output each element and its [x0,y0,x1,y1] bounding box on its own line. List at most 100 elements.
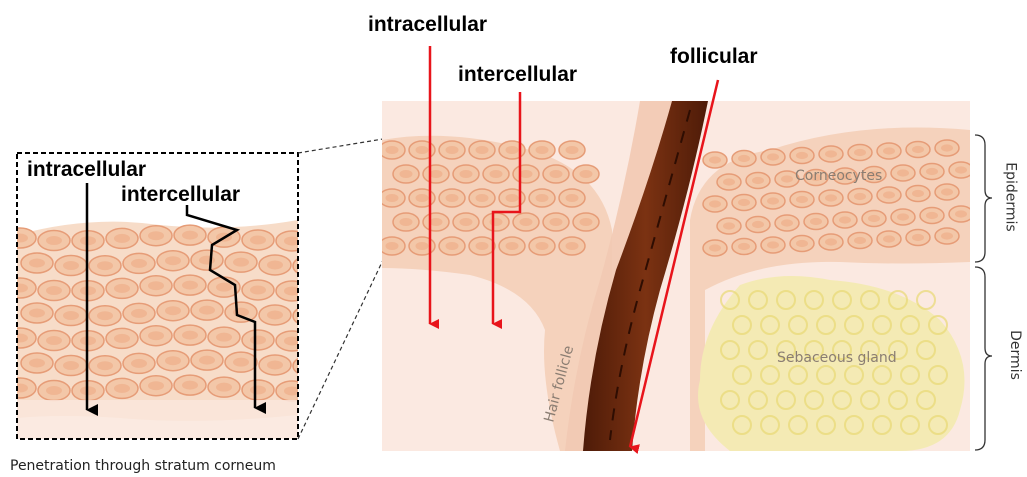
inset-cell-nucleus [267,310,283,319]
inset-cell-nucleus [301,361,317,370]
epidermis-cell-nucleus [883,147,895,154]
epidermis-cell-nucleus [854,149,866,156]
epidermis-cell-nucleus [476,242,489,250]
inset-cell-nucleus [250,385,266,394]
epidermis-cell-nucleus [400,218,413,226]
epidermis-cell-nucleus [709,156,721,163]
inset-cell-nucleus [165,356,181,365]
epidermis-cell-nucleus [796,240,808,247]
epidermis-cell-nucleus [854,193,866,200]
epidermis-cell-nucleus [566,242,579,250]
epidermis-cell-nucleus [738,155,750,162]
epidermis-cell-nucleus [825,194,837,201]
epidermis-cell-nucleus [460,170,473,178]
inset-caption: Penetration through stratum corneum [10,459,276,473]
inset-cell-nucleus [131,309,147,318]
inset-cell-nucleus [46,386,62,395]
epidermis-cell-nucleus [810,218,822,225]
inset-cell-nucleus [250,235,266,244]
inset-cell-nucleus [216,283,232,292]
inset-cell-nucleus [165,306,181,315]
epidermis-cell-nucleus [709,200,721,207]
epidermis-cell-nucleus [781,175,793,182]
inset-cell-nucleus [29,359,45,368]
epidermis-cell-nucleus [796,152,808,159]
epidermis-cell-nucleus [912,234,924,241]
epidermis-cell-nucleus [506,194,519,202]
epidermis-cell-nucleus [490,170,503,178]
inset-cell-nucleus [63,361,79,370]
epidermis-cell-nucleus [506,146,519,154]
inset-cell-nucleus [182,231,198,240]
epidermis-cell-nucleus [883,191,895,198]
inset-cell-nucleus [165,256,181,265]
epidermis-cell-nucleus [781,219,793,226]
epidermis-cell-nucleus [941,144,953,151]
inset-intracellular-label: intracellular [27,159,146,180]
inset-cell-nucleus [199,356,215,365]
epidermis-cell-nucleus [580,170,593,178]
epidermis-cell-nucleus [520,218,533,226]
epidermis-cell-nucleus [476,146,489,154]
epidermis-cell-nucleus [566,194,579,202]
epidermis-cell-nucleus [416,146,429,154]
epidermis-cell-nucleus [536,242,549,250]
inset-cell-nucleus [46,236,62,245]
inset-cell-nucleus [29,309,45,318]
epidermis-cell-nucleus [897,169,909,176]
epidermis-cell-nucleus [941,188,953,195]
inset-intercellular-label: intercellular [121,184,240,205]
epidermis-cell-nucleus [926,168,938,175]
inset-cell-nucleus [148,381,164,390]
dermis-label: Dermis [1008,330,1022,380]
inset-cell-nucleus [216,383,232,392]
epidermis-cell-nucleus [738,199,750,206]
inset-cell-nucleus [97,311,113,320]
inset-cell-nucleus [199,256,215,265]
epidermis-cell-nucleus [738,243,750,250]
epidermis-cell-nucleus [767,153,779,160]
inset-cell-nucleus [182,281,198,290]
inset-cell-nucleus [114,234,130,243]
epidermis-cell-nucleus [767,241,779,248]
epidermis-cell-nucleus [723,178,735,185]
epidermis-cell-nucleus [446,194,459,202]
zoom-line-bottom [298,260,383,439]
inset-cell-nucleus [148,281,164,290]
inset-cell-nucleus [114,284,130,293]
epidermis-cell-nucleus [883,235,895,242]
inset-cell-nucleus [233,258,249,267]
main-panel [379,101,973,451]
epidermis-cell-nucleus [580,218,593,226]
zoom-line-top [298,139,383,153]
main-intercellular-label: intercellular [458,64,577,85]
inset-cell-nucleus [12,384,28,393]
epidermis-cell-nucleus [941,232,953,239]
inset-cell-nucleus [46,336,62,345]
epidermis-cell-nucleus [536,194,549,202]
epidermis-cell-nucleus [400,170,413,178]
epidermis-cell-nucleus [723,222,735,229]
epidermis-cell-nucleus [550,218,563,226]
inset-cell-nucleus [131,359,147,368]
epidermis-label: Epidermis [1004,162,1018,231]
epidermis-cell-nucleus [897,213,909,220]
epidermis-cell-nucleus [912,146,924,153]
epidermis-cell-nucleus [825,150,837,157]
inset-cell-nucleus [148,231,164,240]
sebaceous-gland-label: Sebaceous gland [777,351,897,365]
epidermis-cell-nucleus [506,242,519,250]
epidermis-cell-nucleus [430,170,443,178]
inset-cell-nucleus [267,360,283,369]
epidermis-cell-nucleus [926,212,938,219]
epidermis-cell-nucleus [825,238,837,245]
inset-cell-nucleus [182,331,198,340]
epidermis-cell-nucleus [955,166,967,173]
epidermis-cell-nucleus [839,216,851,223]
inset-cell-nucleus [12,284,28,293]
epidermis-cell-nucleus [854,237,866,244]
epidermis-cell-nucleus [536,146,549,154]
inset-cell-nucleus [233,358,249,367]
inset-cell-nucleus [301,311,317,320]
